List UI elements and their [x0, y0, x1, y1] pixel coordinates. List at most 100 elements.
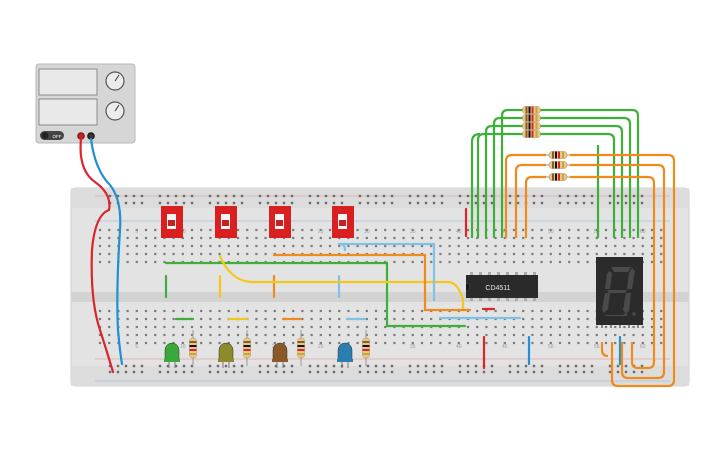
rail-hole[interactable] [108, 194, 112, 198]
board-hole[interactable] [402, 228, 405, 232]
board-hole[interactable] [163, 252, 166, 256]
board-hole[interactable] [439, 244, 442, 248]
board-hole[interactable] [328, 341, 332, 345]
rail-hole[interactable] [516, 194, 520, 198]
board-hole[interactable] [476, 252, 479, 256]
board-hole[interactable] [301, 333, 304, 337]
board-hole[interactable] [384, 309, 387, 313]
board-hole[interactable] [356, 341, 359, 345]
rail-hole[interactable] [474, 201, 478, 205]
rail-hole[interactable] [358, 364, 362, 368]
board-hole[interactable] [660, 244, 663, 248]
segment-resistor-3[interactable] [522, 122, 541, 130]
board-hole[interactable] [135, 309, 138, 313]
board-hole[interactable] [190, 244, 194, 248]
board-hole[interactable] [374, 228, 378, 232]
board-hole[interactable] [586, 317, 589, 321]
board-hole[interactable] [512, 333, 516, 337]
board-hole[interactable] [494, 325, 497, 329]
board-hole[interactable] [200, 341, 203, 345]
board-hole[interactable] [273, 317, 276, 321]
board-hole[interactable] [494, 333, 497, 337]
board-hole[interactable] [623, 244, 626, 248]
board-hole[interactable] [512, 236, 516, 240]
board-hole[interactable] [512, 228, 516, 232]
board-hole[interactable] [144, 244, 148, 248]
rail-hole[interactable] [574, 364, 578, 368]
board-hole[interactable] [577, 252, 580, 256]
board-hole[interactable] [604, 333, 608, 337]
board-hole[interactable] [503, 244, 506, 248]
board-hole[interactable] [301, 325, 304, 329]
board-hole[interactable] [218, 341, 221, 345]
board-hole[interactable] [264, 341, 267, 345]
board-hole[interactable] [273, 309, 276, 313]
rail-hole[interactable] [540, 370, 544, 374]
rail-hole[interactable] [340, 194, 344, 198]
rail-hole[interactable] [516, 364, 520, 368]
board-hole[interactable] [384, 333, 387, 337]
board-hole[interactable] [144, 252, 148, 256]
rail-hole[interactable] [390, 201, 394, 205]
board-hole[interactable] [310, 244, 313, 248]
rail-hole[interactable] [166, 201, 170, 205]
board-hole[interactable] [236, 252, 240, 256]
board-hole[interactable] [448, 228, 451, 232]
rail-hole[interactable] [424, 364, 428, 368]
board-hole[interactable] [641, 341, 644, 345]
segment-resistor-4[interactable] [522, 130, 541, 138]
rail-hole[interactable] [524, 364, 528, 368]
board-hole[interactable] [430, 341, 433, 345]
board-hole[interactable] [522, 244, 525, 248]
board-hole[interactable] [384, 325, 387, 329]
board-hole[interactable] [586, 244, 589, 248]
board-hole[interactable] [604, 325, 608, 329]
board-hole[interactable] [209, 228, 212, 232]
board-hole[interactable] [200, 309, 203, 313]
rail-hole[interactable] [590, 370, 594, 374]
board-hole[interactable] [310, 333, 313, 337]
rail-hole[interactable] [632, 370, 636, 374]
rail-hole[interactable] [440, 364, 444, 368]
rail-hole[interactable] [582, 364, 586, 368]
board-hole[interactable] [356, 228, 359, 232]
board-hole[interactable] [135, 228, 138, 232]
rail-hole[interactable] [466, 194, 470, 198]
green-led[interactable] [164, 342, 180, 368]
board-hole[interactable] [172, 325, 175, 329]
board-hole[interactable] [522, 236, 525, 240]
rail-hole[interactable] [408, 364, 412, 368]
board-hole[interactable] [338, 317, 341, 321]
rail-hole[interactable] [366, 194, 370, 198]
board-hole[interactable] [522, 317, 525, 321]
board-hole[interactable] [209, 236, 212, 240]
board-hole[interactable] [108, 228, 111, 232]
rail-hole[interactable] [124, 364, 128, 368]
rail-hole[interactable] [524, 370, 528, 374]
board-hole[interactable] [558, 333, 562, 337]
board-hole[interactable] [586, 309, 589, 313]
dip-switch-1[interactable] [161, 206, 183, 238]
board-hole[interactable] [660, 317, 663, 321]
board-hole[interactable] [200, 244, 203, 248]
board-hole[interactable] [236, 325, 240, 329]
rail-hole[interactable] [158, 370, 162, 374]
board-hole[interactable] [586, 341, 589, 345]
rail-hole[interactable] [640, 364, 644, 368]
board-hole[interactable] [163, 309, 166, 313]
board-hole[interactable] [356, 236, 359, 240]
rail-hole[interactable] [574, 370, 578, 374]
rail-hole[interactable] [190, 370, 194, 374]
board-hole[interactable] [568, 325, 571, 329]
board-hole[interactable] [255, 317, 258, 321]
board-hole[interactable] [549, 341, 552, 345]
board-hole[interactable] [650, 325, 654, 329]
board-hole[interactable] [549, 228, 552, 232]
rail-hole[interactable] [482, 370, 486, 374]
board-hole[interactable] [356, 309, 359, 313]
board-hole[interactable] [200, 317, 203, 321]
board-hole[interactable] [577, 341, 580, 345]
board-hole[interactable] [439, 236, 442, 240]
rail-hole[interactable] [332, 364, 336, 368]
board-hole[interactable] [209, 333, 212, 337]
